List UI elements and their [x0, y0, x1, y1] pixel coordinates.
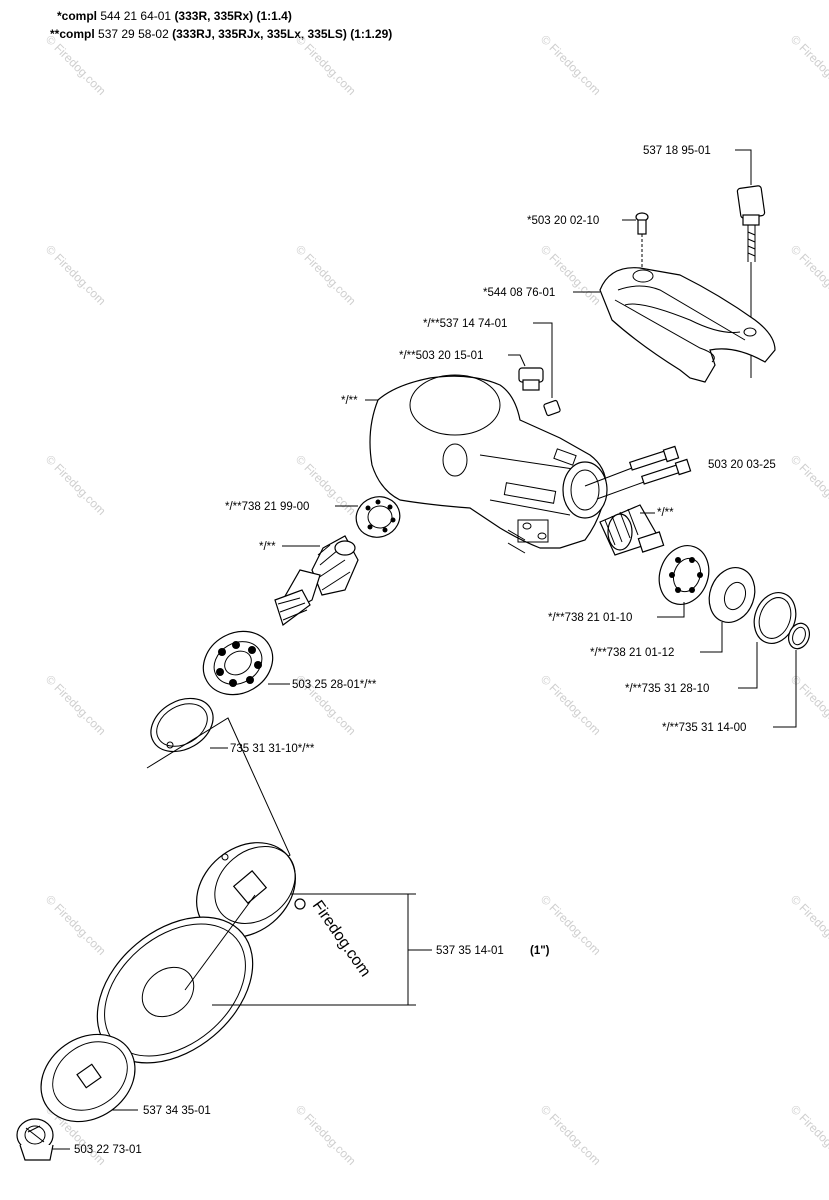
part-label-p1: 537 18 95-01: [643, 145, 711, 157]
part-label-p18: 537 34 35-01: [143, 1105, 211, 1117]
part-nut: [16, 1118, 54, 1161]
header-line-1: *compl 544 21 64-01 (333R, 335Rx) (1:1.4…: [57, 9, 292, 23]
header-line-1-part: 544 21 64-01: [100, 9, 172, 23]
watermark: © Firedog.com: [43, 672, 109, 738]
watermark-overlay: Firedog.com: [309, 898, 374, 981]
part-needle-bearing: [355, 496, 401, 538]
part-label-p7: 503 20 03-25: [708, 459, 776, 471]
header-line-2: **compl 537 29 58-02 (333RJ, 335RJx, 335…: [50, 27, 392, 41]
watermark: © Firedog.com: [43, 242, 109, 308]
watermark: © Firedog.com: [293, 32, 359, 98]
part-label-p14: */**735 31 14-00: [662, 722, 746, 734]
part-label-p10: */**: [657, 507, 674, 519]
part-blade-plate: [96, 916, 254, 1064]
part-circlip-2: [788, 622, 810, 650]
part-small-screw: [635, 212, 649, 272]
part-label-p17-number: 537 35 14-01: [436, 945, 504, 957]
part-label-p16: 735 31 31-10*/**: [230, 743, 315, 755]
watermark: © Firedog.com: [788, 672, 829, 738]
watermark: © Firedog.com: [538, 672, 604, 738]
part-label-p13: */**735 31 28-10: [625, 683, 709, 695]
part-output-shaft: [599, 504, 665, 556]
header-line-2-prefix: **compl: [50, 27, 95, 41]
part-clamp: [599, 267, 776, 383]
part-pin: [543, 399, 561, 417]
part-label-p5: */**503 20 15-01: [399, 350, 483, 362]
part-label-p2: *503 20 02-10: [527, 215, 599, 227]
part-label-p9: */**: [259, 541, 276, 553]
part-large-bearing: [202, 630, 274, 696]
part-label-p17-size: (1"): [530, 945, 550, 957]
part-ball-bearing-2: [708, 567, 756, 623]
watermark: © Firedog.com: [788, 892, 829, 958]
part-housing-bolts: [584, 445, 692, 500]
header-line-2-models: (333RJ, 335RJx, 335Lx, 335LS) (1:1.29): [172, 27, 393, 41]
part-label-p8: */**738 21 99-00: [225, 501, 309, 513]
part-label-p15: 503 25 28-01*/**: [292, 679, 377, 691]
watermark: © Firedog.com: [788, 32, 829, 98]
watermark: © Firedog.com: [293, 242, 359, 308]
part-label-p11: */**738 21 01-10: [548, 612, 632, 624]
part-bevel-gear-shaft: [274, 535, 359, 626]
watermark: © Firedog.com: [788, 242, 829, 308]
watermark: © Firedog.com: [43, 32, 109, 98]
watermark: © Firedog.com: [538, 32, 604, 98]
part-label-p12: */**738 21 01-12: [590, 647, 674, 659]
part-circlip-1: [753, 592, 797, 644]
leader-line: [735, 149, 752, 185]
header-line-1-models: (333R, 335Rx) (1:1.4): [174, 9, 292, 23]
header-line-1-prefix: *compl: [57, 9, 98, 23]
part-lower-washer: [40, 1033, 136, 1123]
part-label-p6: */**: [341, 395, 358, 407]
watermark: © Firedog.com: [43, 452, 109, 518]
watermark: © Firedog.com: [788, 452, 829, 518]
part-gear-housing: [369, 374, 608, 549]
part-large-circlip: [150, 697, 214, 753]
part-label-p19: 503 22 73-01: [74, 1144, 142, 1156]
watermark: © Firedog.com: [43, 892, 109, 958]
watermark: © Firedog.com: [293, 1102, 359, 1168]
part-ball-bearing-1: [658, 545, 710, 605]
watermark: © Firedog.com: [538, 1102, 604, 1168]
part-plug: [518, 367, 544, 391]
part-label-p4: */**537 14 74-01: [423, 318, 507, 330]
watermark: © Firedog.com: [788, 1102, 829, 1168]
part-label-p3: *544 08 76-01: [483, 287, 555, 299]
header-line-2-part: 537 29 58-02: [98, 27, 169, 41]
